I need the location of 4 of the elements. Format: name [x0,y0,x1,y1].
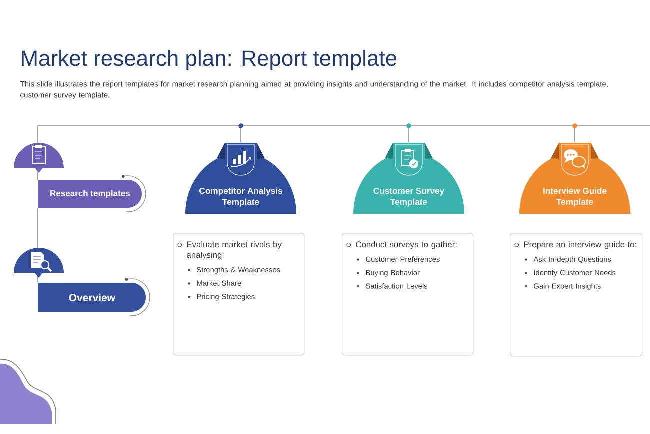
tab-label: Research templates [38,180,142,208]
title: Market research plan: Report template [22,50,397,71]
connector-line [38,126,650,180]
tab-label: Overview [38,283,146,312]
